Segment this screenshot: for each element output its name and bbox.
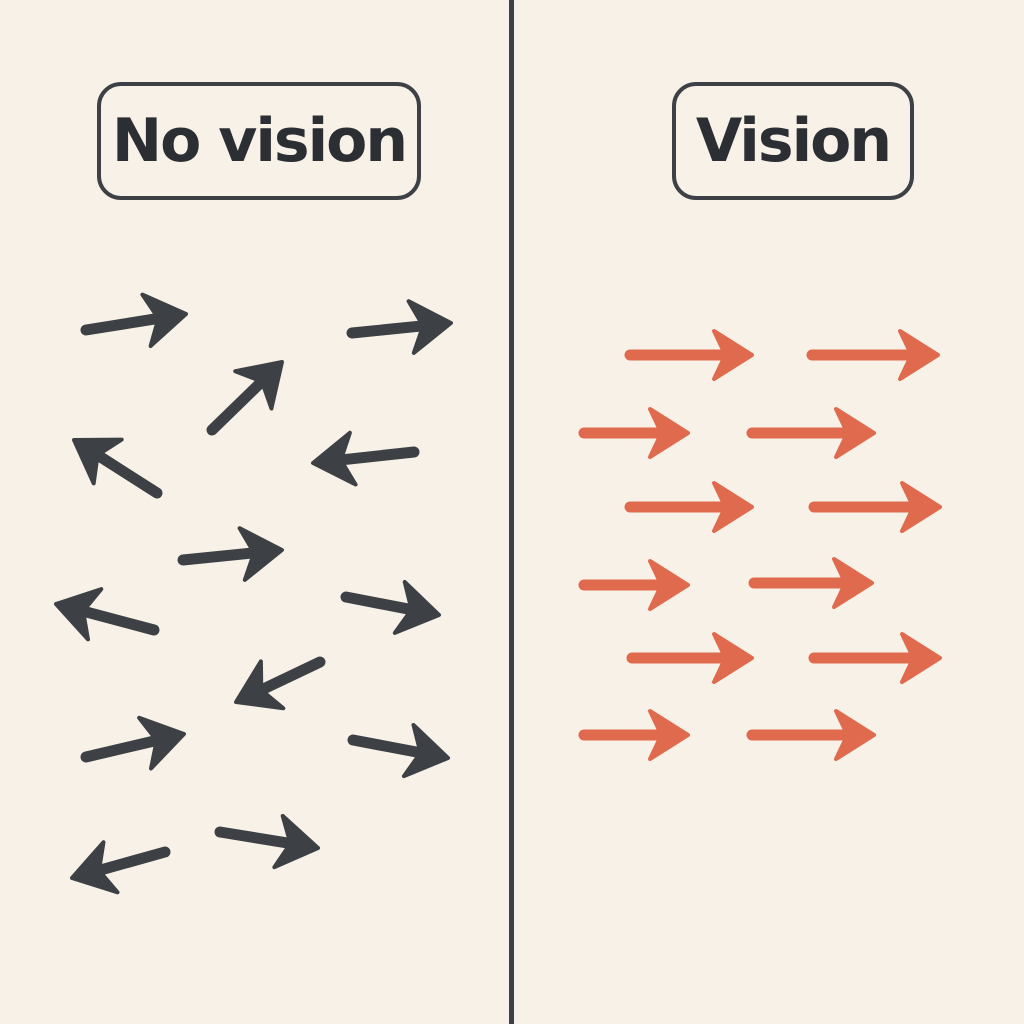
arrow-right-icon [578,559,690,611]
no-vision-arrows [54,292,453,895]
arrow-right-icon [746,407,876,459]
arrow-icon [347,723,450,779]
arrow-icon [346,299,453,355]
arrow-icon [234,656,326,711]
arrow-right-icon [806,329,940,381]
arrow-icon [311,430,420,487]
arrow-icon [80,292,188,348]
vision-label: Vision [672,82,914,200]
arrow-icon [214,813,320,870]
arrow-right-icon [578,709,690,761]
no-vision-label-text: No vision [111,106,408,176]
arrow-icon [206,360,284,436]
arrow-right-icon [808,632,942,684]
arrow-right-icon [808,481,942,533]
arrow-right-icon [746,709,876,761]
arrow-icon [177,526,284,582]
vision-arrows [578,329,942,761]
vision-label-text: Vision [695,106,892,176]
arrow-right-icon [578,407,690,459]
center-divider [509,0,514,1024]
arrow-right-icon [624,329,754,381]
arrow-right-icon [624,481,754,533]
arrow-icon [70,840,171,895]
arrow-right-icon [748,557,874,609]
arrow-icon [340,579,441,635]
no-vision-label: No vision [97,82,421,200]
arrow-icon [80,715,186,771]
arrow-right-icon [626,632,754,684]
arrow-icon [72,437,163,499]
arrow-icon [54,587,160,642]
